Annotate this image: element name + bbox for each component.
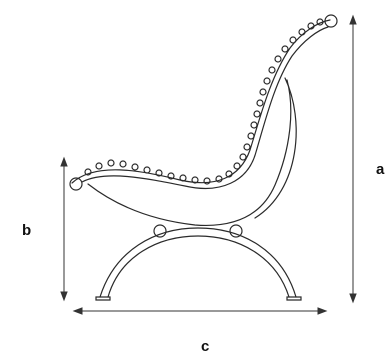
width-arrow-left (72, 307, 83, 315)
bead (250, 121, 258, 129)
bead (316, 18, 324, 26)
rear-support-curve (254, 77, 297, 219)
bead (215, 175, 223, 183)
bead (131, 163, 139, 171)
bead (298, 28, 306, 36)
height-arrow-bottom (349, 293, 357, 304)
seat-back-outer-curve (71, 19, 331, 184)
bead (191, 176, 199, 184)
label-seat-height: b (22, 222, 31, 239)
bead (179, 174, 187, 182)
bead (155, 169, 163, 177)
bead (289, 36, 297, 44)
bead (84, 168, 92, 176)
leg-outer-arch (99, 227, 297, 298)
bead (107, 159, 115, 167)
seat-end-scroll (69, 177, 83, 191)
bench-drawing (69, 14, 338, 301)
bead (243, 143, 251, 151)
bead (233, 162, 241, 170)
bead (253, 110, 261, 118)
leg-inner-arch (107, 235, 290, 298)
seat-bowl-curve (87, 79, 292, 227)
bead (143, 166, 151, 174)
bead (167, 172, 175, 180)
label-height: a (376, 161, 385, 178)
bead (263, 77, 271, 85)
right-joint-circle (229, 224, 243, 238)
back-end-scroll (324, 14, 338, 28)
decorative-beads (84, 18, 324, 185)
dimension-arrows (60, 14, 357, 315)
bead (247, 132, 255, 140)
bead (119, 160, 127, 168)
bead (307, 22, 315, 30)
bead (239, 153, 247, 161)
left-joint-circle (153, 224, 167, 238)
bead (95, 162, 103, 170)
bead (225, 170, 233, 178)
right-foot (286, 296, 302, 301)
width-arrow-right (317, 307, 328, 315)
label-width: c (201, 338, 209, 354)
bead (274, 55, 282, 63)
left-foot (95, 296, 111, 301)
bead (268, 66, 276, 74)
height-arrow-top (349, 14, 357, 25)
seat-back-inner-curve (81, 26, 329, 190)
bead (259, 88, 267, 96)
bead (203, 177, 211, 185)
seat-height-arrow-bottom (60, 291, 68, 302)
seat-height-arrow-top (60, 156, 68, 167)
bead (256, 99, 264, 107)
bead (281, 45, 289, 53)
